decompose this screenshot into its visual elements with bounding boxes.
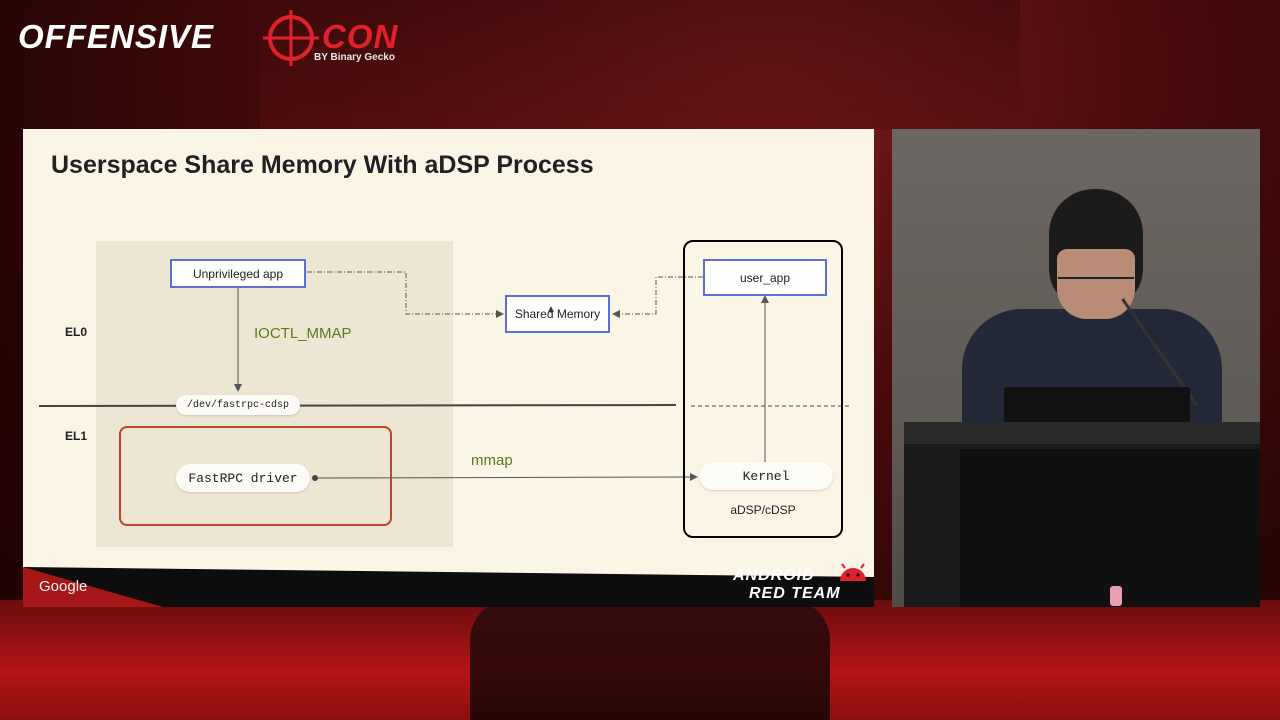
google-logo: Google xyxy=(39,578,87,595)
conference-name-part2: CON xyxy=(322,18,398,56)
label-ioctl-mmap: IOCTL_MMAP xyxy=(254,325,352,342)
dsp-label: aDSP/cDSP xyxy=(683,503,843,517)
label-mmap: mmap xyxy=(471,452,513,469)
crosshair-icon xyxy=(261,8,321,68)
android-red-team-line2: RED TEAM xyxy=(749,585,841,603)
presentation-slide: Userspace Share Memory With aDSP Process… xyxy=(23,129,874,607)
node-kernel: Kernel xyxy=(699,462,833,490)
android-head-icon xyxy=(837,563,869,583)
node-fastrpc-driver: FastRPC driver xyxy=(176,464,310,492)
conference-name-part1: OFFENSIVE xyxy=(18,18,214,56)
conference-sponsor: BY Binary Gecko xyxy=(314,52,395,63)
background-figure xyxy=(470,600,830,720)
node-dev-fastrpc-cdsp: /dev/fastrpc-cdsp xyxy=(176,395,300,415)
node-shared-memory: Shared Memory xyxy=(505,295,610,333)
podium-front xyxy=(960,449,1260,607)
podium-badge xyxy=(1110,586,1122,606)
speaker-camera-feed xyxy=(892,129,1260,607)
mouse-cursor-icon: ▲ xyxy=(546,304,556,315)
conference-logo: OFFENSIVE CON BY Binary Gecko xyxy=(18,8,428,68)
speaker-glasses xyxy=(1058,277,1134,293)
podium-top xyxy=(904,422,1260,444)
app-shared-memory-link xyxy=(307,272,503,314)
android-red-team-logo: ANDROID RED TEAM xyxy=(733,567,868,605)
node-user-app: user_app xyxy=(703,259,827,296)
laptop xyxy=(1004,387,1190,427)
privilege-boundary-line xyxy=(39,405,676,406)
node-unprivileged-app: Unprivileged app xyxy=(170,259,306,288)
android-red-team-line1: ANDROID xyxy=(733,567,815,585)
